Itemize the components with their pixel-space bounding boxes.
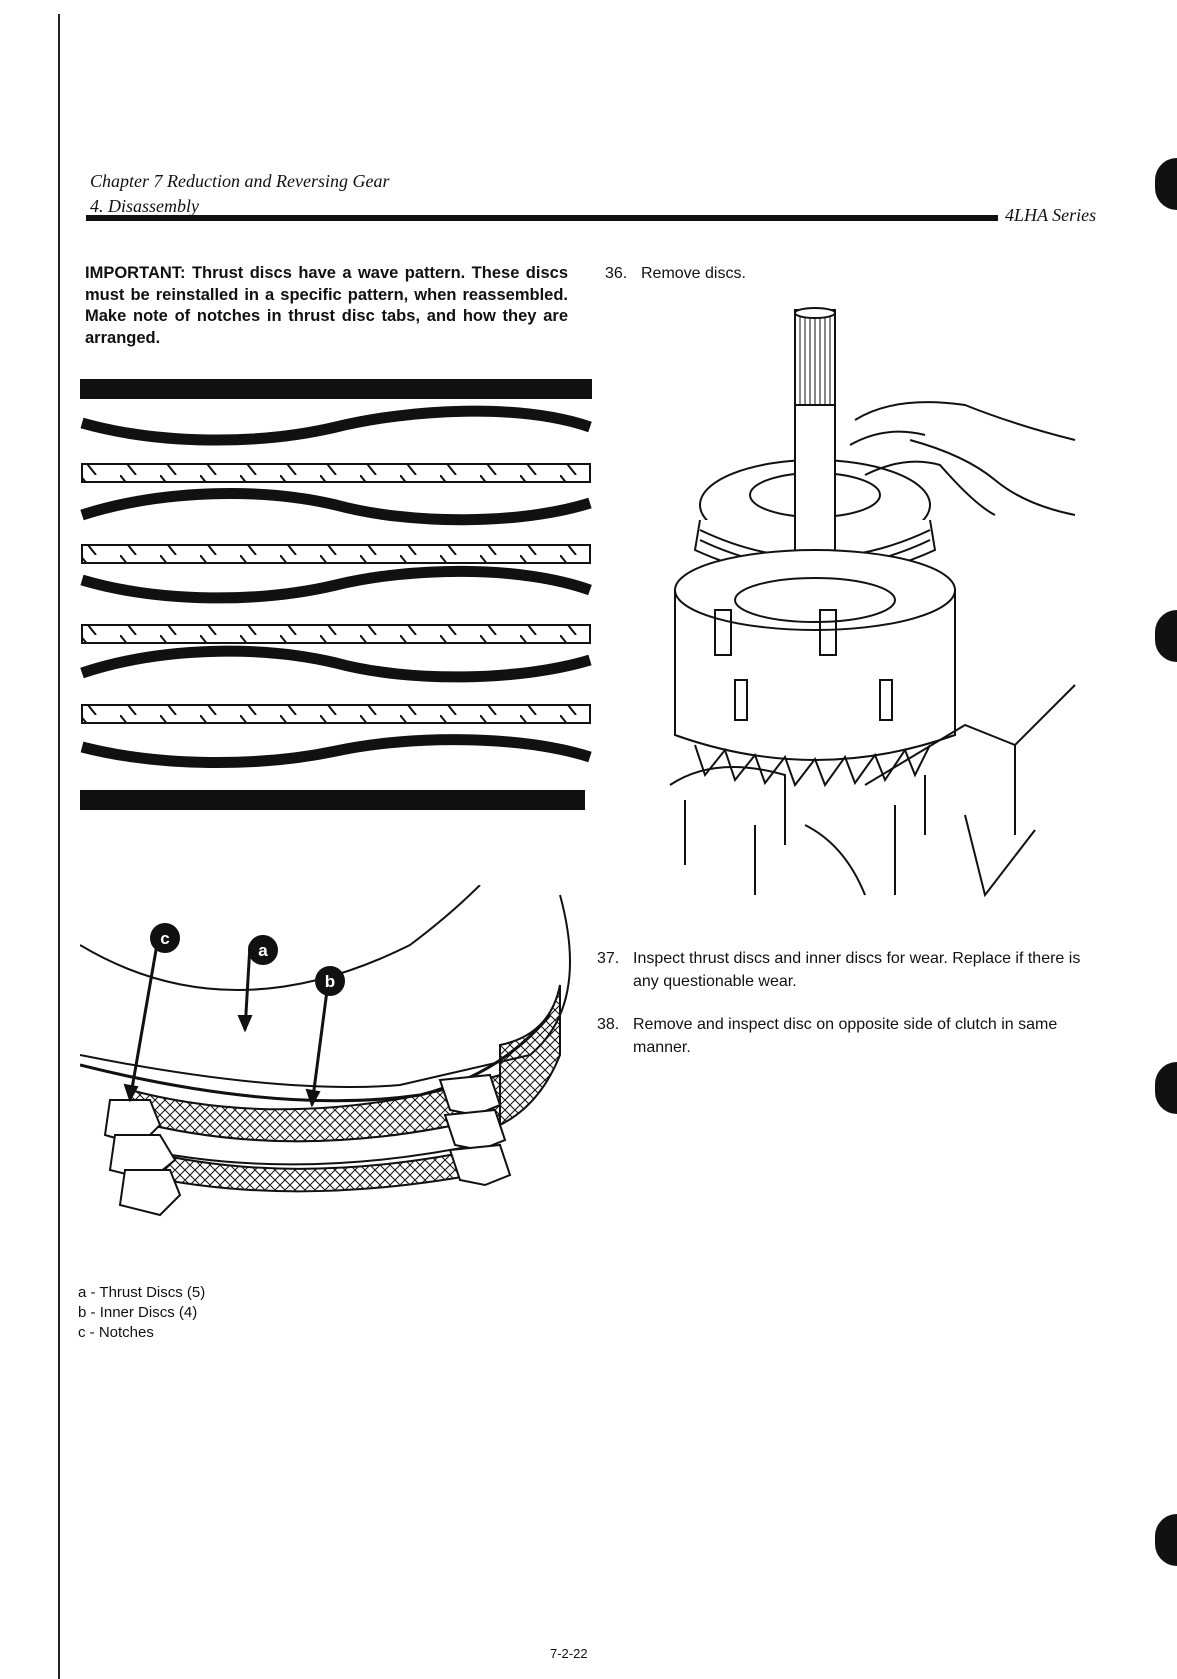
binding-line: [58, 14, 60, 1679]
thrust-disc-wave: [80, 405, 592, 446]
disc-wave-pattern-diagram: [80, 379, 592, 810]
step-text: Inspect thrust discs and inner discs for…: [633, 950, 1081, 990]
callout-b: b: [325, 972, 335, 991]
thrust-disc-wave: [80, 734, 592, 769]
punch-hole-4: [1155, 1514, 1177, 1566]
punch-hole-2: [1155, 610, 1177, 662]
legend-item: c - Notches: [78, 1324, 154, 1341]
legend-item: b - Inner Discs (4): [78, 1304, 198, 1321]
inner-disc: [81, 624, 591, 644]
important-note: IMPORTANT: Thrust discs have a wave patt…: [85, 264, 568, 347]
step-text: Remove discs.: [641, 265, 746, 282]
flat-disc-bottom: [80, 790, 585, 810]
disc-notches-closeup-illustration: c a b: [80, 885, 571, 1217]
clutch-disc-removal-illustration: [669, 307, 1076, 898]
punch-hole-3: [1155, 1062, 1177, 1114]
step-number: 37.: [597, 950, 620, 967]
chapter-title: Chapter 7 Reduction and Reversing Gear: [90, 171, 390, 191]
thrust-disc-wave: [80, 488, 592, 526]
inner-disc: [81, 463, 591, 483]
callout-c: c: [160, 929, 169, 948]
callout-a: a: [258, 941, 268, 960]
page-number: 7-2-22: [550, 1646, 588, 1661]
section-title: 4. Disassembly: [90, 196, 199, 216]
step-text: Remove and inspect disc on opposite side…: [633, 1016, 1058, 1056]
thrust-disc-wave: [80, 565, 592, 604]
step-number: 38.: [597, 1016, 620, 1033]
series-label: 4LHA Series: [1005, 205, 1097, 225]
step-number: 36.: [605, 265, 628, 282]
legend-item: a - Thrust Discs (5): [78, 1284, 206, 1301]
inner-disc: [81, 704, 591, 724]
punch-hole-1: [1155, 158, 1177, 210]
thrust-disc-wave: [80, 645, 592, 683]
inner-disc: [81, 544, 591, 564]
flat-disc-top: [80, 379, 592, 399]
header-rule: [86, 215, 998, 221]
legend: a - Thrust Discs (5) b - Inner Discs (4)…: [78, 1283, 205, 1343]
